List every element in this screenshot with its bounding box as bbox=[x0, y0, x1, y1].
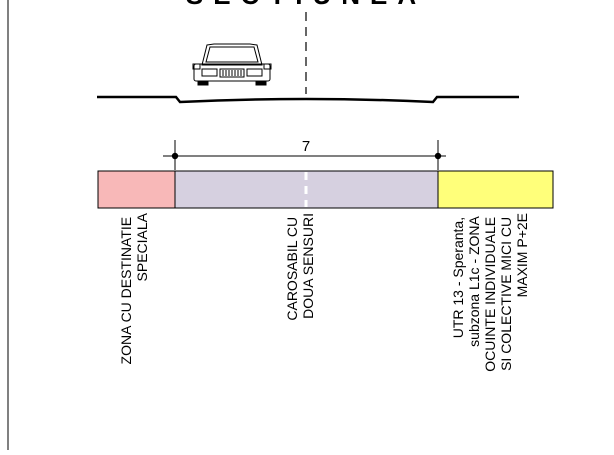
zone-residential-band bbox=[437, 170, 554, 209]
zone-road-label: CAROSABIL CU DOUA SENSURI bbox=[284, 213, 316, 321]
width-dimension bbox=[163, 140, 446, 170]
road-width-label: 7 bbox=[302, 138, 310, 155]
car-front-icon bbox=[192, 43, 272, 86]
section-title: SECTIUNEA bbox=[186, 0, 426, 10]
zone-special-label: ZONA CU DESTINATIE SPECIALA bbox=[118, 212, 150, 364]
zone-special-band bbox=[97, 170, 176, 209]
road-profile-line bbox=[97, 95, 519, 104]
zone-residential-label: UTR 13 - Speranta, subzona L1c - ZONA OC… bbox=[450, 213, 530, 372]
